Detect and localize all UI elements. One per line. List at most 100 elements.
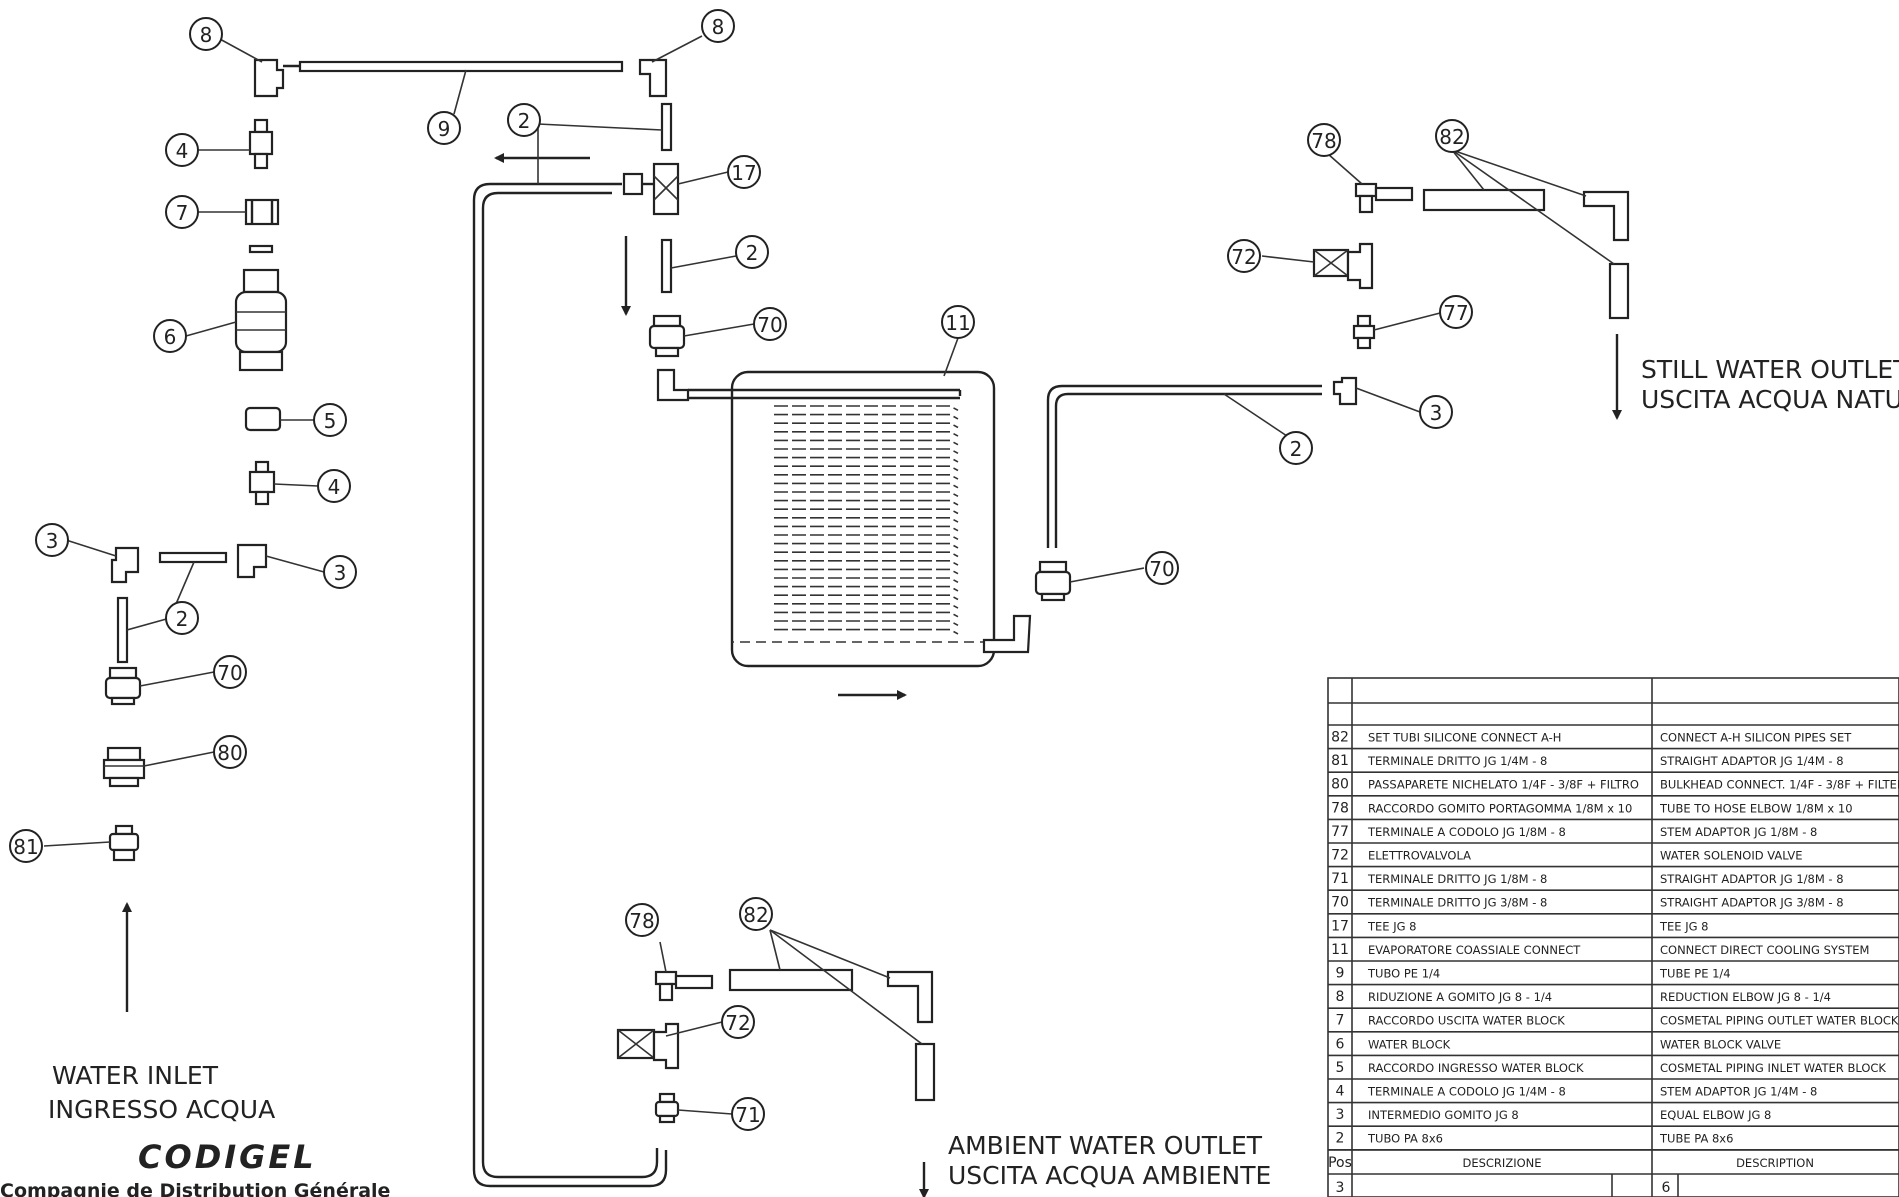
callout-70: 70 xyxy=(213,655,247,689)
callout-circle xyxy=(317,469,351,503)
callout-number: 70 xyxy=(757,313,782,337)
tee-assembly xyxy=(472,102,690,1188)
callout-circle xyxy=(507,103,541,137)
coil-turn xyxy=(774,422,959,429)
row-pos: 7 xyxy=(1336,1013,1345,1029)
callout-circle xyxy=(753,307,787,341)
callout-circle xyxy=(1227,239,1261,273)
coil-turn xyxy=(774,568,959,575)
row-description: STEM ADAPTOR JG 1/8M - 8 xyxy=(1660,825,1817,839)
callout-2: 2 xyxy=(735,235,769,269)
callout-2: 2 xyxy=(165,601,199,635)
callout-70: 70 xyxy=(1145,551,1179,585)
coil-turn xyxy=(774,525,959,532)
callout-72: 72 xyxy=(721,1005,755,1039)
callout-circle xyxy=(165,133,199,167)
callout-circle xyxy=(941,305,975,339)
callout-number: 82 xyxy=(743,903,768,927)
coil-turn xyxy=(774,465,959,472)
row-description: TUBE PA 8x6 xyxy=(1659,1132,1733,1146)
row-pos: 82 xyxy=(1331,730,1349,746)
coil-turn xyxy=(774,560,959,566)
callout-number: 72 xyxy=(1231,245,1256,269)
leader-lines xyxy=(43,35,1615,1115)
callout-number: 9 xyxy=(438,117,451,141)
callout-number: 82 xyxy=(1439,125,1464,149)
coil-turn xyxy=(774,413,959,420)
callout-circle xyxy=(313,403,347,437)
coil-turn xyxy=(774,577,959,584)
callout-number: 2 xyxy=(1290,437,1303,461)
callout-6: 6 xyxy=(153,319,187,353)
row-description: STRAIGHT ADAPTOR JG 3/8M - 8 xyxy=(1660,896,1844,910)
callout-number: 3 xyxy=(1430,401,1443,425)
row-pos: 5 xyxy=(1336,1060,1345,1076)
row-descrizione: TERMINALE DRITTO JG 1/8M - 8 xyxy=(1367,872,1547,886)
company-name: Compagnie de Distribution Générale xyxy=(0,1180,390,1197)
callout-71: 71 xyxy=(731,1097,765,1131)
row-descrizione: TERMINALE DRITTO JG 3/8M - 8 xyxy=(1367,896,1547,910)
row-description: COSMETAL PIPING OUTLET WATER BLOCK xyxy=(1660,1014,1899,1028)
row-description: CONNECT DIRECT COOLING SYSTEM xyxy=(1660,943,1869,957)
callout-82: 82 xyxy=(1435,119,1469,153)
row-descrizione: PASSAPARETE NICHELATO 1/4F - 3/8F + FILT… xyxy=(1368,778,1639,792)
row-description: EQUAL ELBOW JG 8 xyxy=(1660,1108,1771,1122)
callout-circle xyxy=(427,111,461,145)
row-pos: 4 xyxy=(1336,1084,1345,1100)
coil-turn xyxy=(774,456,959,463)
row-pos: 11 xyxy=(1331,942,1349,958)
callout-81: 81 xyxy=(9,829,43,863)
water-inlet-label-en: WATER INLET xyxy=(52,1061,219,1090)
coil-turn xyxy=(774,542,959,549)
row-pos: 70 xyxy=(1331,895,1349,911)
coil-turn xyxy=(774,517,959,523)
callout-circle xyxy=(731,1097,765,1131)
row-pos: 6 xyxy=(1336,1036,1345,1052)
row-descrizione: WATER BLOCK xyxy=(1368,1037,1451,1051)
row-descrizione: EVAPORATORE COASSIALE CONNECT xyxy=(1368,943,1581,957)
callout-circle xyxy=(165,195,199,229)
callout-17: 17 xyxy=(727,155,761,189)
callout-78: 78 xyxy=(625,903,659,937)
parts-table-row: 6 WATER BLOCK WATER BLOCK VALVE xyxy=(1328,1036,1899,1057)
callout-number: 7 xyxy=(176,201,189,225)
evaporator xyxy=(688,370,1032,700)
callout-number: 5 xyxy=(324,409,337,433)
coil-turn xyxy=(774,508,959,515)
row-descrizione: RACCORDO INGRESSO WATER BLOCK xyxy=(1368,1061,1584,1075)
callout-70: 70 xyxy=(753,307,787,341)
row-description: WATER BLOCK VALVE xyxy=(1660,1037,1781,1051)
callout-2: 2 xyxy=(507,103,541,137)
callout-circle xyxy=(739,897,773,931)
row-pos: 8 xyxy=(1336,989,1345,1005)
row-description: REDUCTION ELBOW JG 8 - 1/4 xyxy=(1660,990,1831,1004)
still-water-branch xyxy=(1034,182,1630,602)
callout-9: 9 xyxy=(427,111,461,145)
row-description: CONNECT A-H SILICON PIPES SET xyxy=(1660,731,1852,745)
ambient-water-label-it: USCITA ACQUA AMBIENTE xyxy=(948,1161,1271,1190)
callout-circle xyxy=(735,235,769,269)
table-footer-left: 3 xyxy=(1336,1180,1345,1196)
callout-circle xyxy=(189,17,223,51)
callout-78: 78 xyxy=(1307,123,1341,157)
row-pos: 81 xyxy=(1331,753,1349,769)
water-inlet-label-it: INGRESSO ACQUA xyxy=(48,1095,275,1124)
coil-turn xyxy=(774,534,959,541)
coil-turn xyxy=(774,491,959,498)
row-descrizione: INTERMEDIO GOMITO JG 8 xyxy=(1368,1108,1519,1122)
coil-turn xyxy=(774,611,959,618)
callout-4: 4 xyxy=(165,133,199,167)
callout-circle xyxy=(1307,123,1341,157)
callout-circle xyxy=(213,655,247,689)
table-header-description: DESCRIPTION xyxy=(1736,1156,1814,1170)
callout-circle xyxy=(727,155,761,189)
